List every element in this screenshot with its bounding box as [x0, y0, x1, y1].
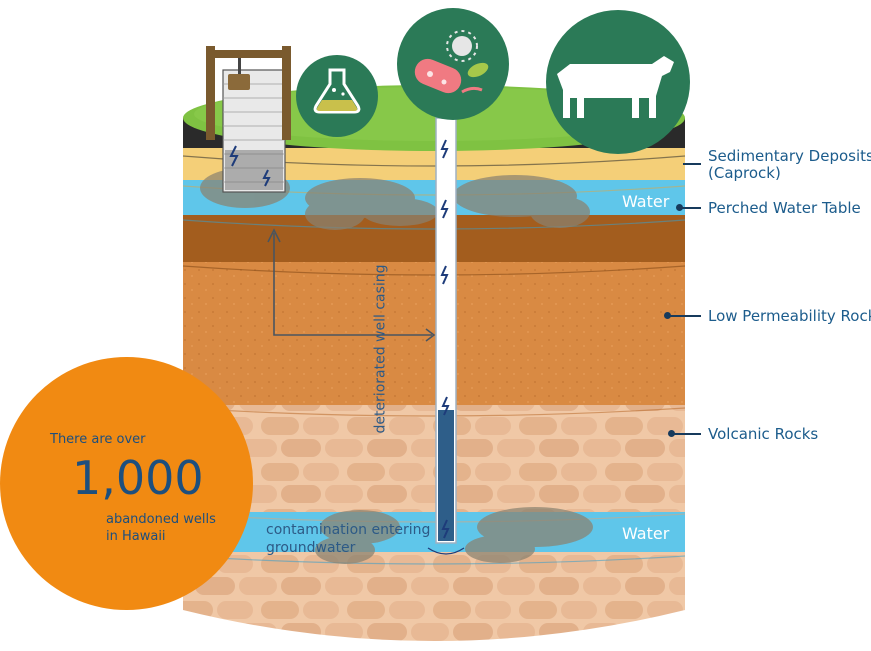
wells-count-badge [0, 357, 253, 610]
badge-line3: in Hawaii [106, 529, 166, 544]
label-perched-water: Perched Water Table [708, 199, 861, 217]
badge-line2: abandoned wells [106, 512, 216, 527]
soil-cylinder [183, 118, 685, 641]
contamination-line1: contamination entering [266, 522, 431, 538]
flow-arrows [267, 228, 436, 342]
bacteria-virus-icon [397, 8, 509, 120]
badge-line1: There are over [50, 432, 146, 447]
badge-number: 1,000 [72, 451, 204, 505]
label-volcanic-rocks: Volcanic Rocks [708, 425, 819, 443]
casing-label: deteriorated well casing [372, 264, 389, 434]
sedimentary-tick [683, 163, 701, 165]
low-perm-dot [664, 312, 671, 319]
label-low-permeability: Low Permeability Rock [708, 307, 871, 325]
water-label-upper: Water [622, 192, 670, 211]
lower-water-layer [183, 512, 685, 556]
water-label-lower: Water [622, 524, 670, 543]
label-sedimentary: Sedimentary Deposits [708, 147, 871, 165]
chemical-flask-icon [296, 55, 378, 137]
contamination-line2: groundwater [266, 540, 356, 556]
well-casing [427, 117, 465, 555]
cow-icon [546, 10, 690, 154]
label-caprock: (Caprock) [708, 164, 781, 182]
old-well-icon [206, 46, 291, 193]
perched-dot [676, 204, 683, 211]
volcanic-layer [183, 405, 685, 515]
volcanic-dot [668, 430, 675, 437]
brown-band [183, 215, 685, 265]
